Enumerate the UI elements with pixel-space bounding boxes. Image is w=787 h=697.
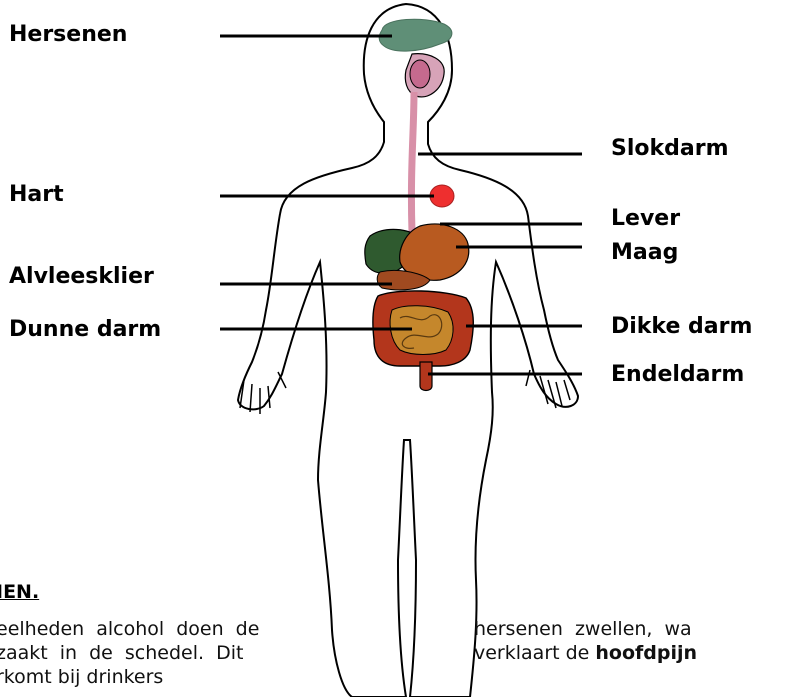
paragraph-right-line-2-text: verklaart de	[474, 642, 595, 664]
label-alvleesklier: Alvleesklier	[9, 264, 154, 290]
esophagus-organ	[411, 92, 414, 232]
label-dunne-darm: Dunne darm	[9, 317, 161, 343]
label-lever: Lever	[611, 206, 680, 232]
paragraph-left-line-1: eelheden alcohol doen de	[0, 618, 259, 641]
label-hart: Hart	[9, 182, 64, 208]
paragraph-left-line-2: zaakt in de schedel. Dit	[0, 642, 243, 665]
rectum-organ	[420, 362, 432, 391]
section-heading: IEN.	[0, 581, 39, 603]
paragraph-right-line-2-bold: hoofdpijn	[595, 642, 697, 664]
paragraph-left-line-3: rkomt bij drinkers	[0, 666, 163, 689]
label-hersenen: Hersenen	[9, 22, 127, 48]
label-endeldarm: Endeldarm	[611, 362, 744, 388]
paragraph-right-line-1: hersenen zwellen, wa	[474, 618, 692, 641]
label-slokdarm: Slokdarm	[611, 136, 729, 162]
label-maag: Maag	[611, 240, 678, 266]
label-dikke-darm: Dikke darm	[611, 314, 752, 340]
paragraph-right-line-2: verklaart de hoofdpijn	[474, 642, 697, 665]
throat-organ	[410, 60, 430, 88]
